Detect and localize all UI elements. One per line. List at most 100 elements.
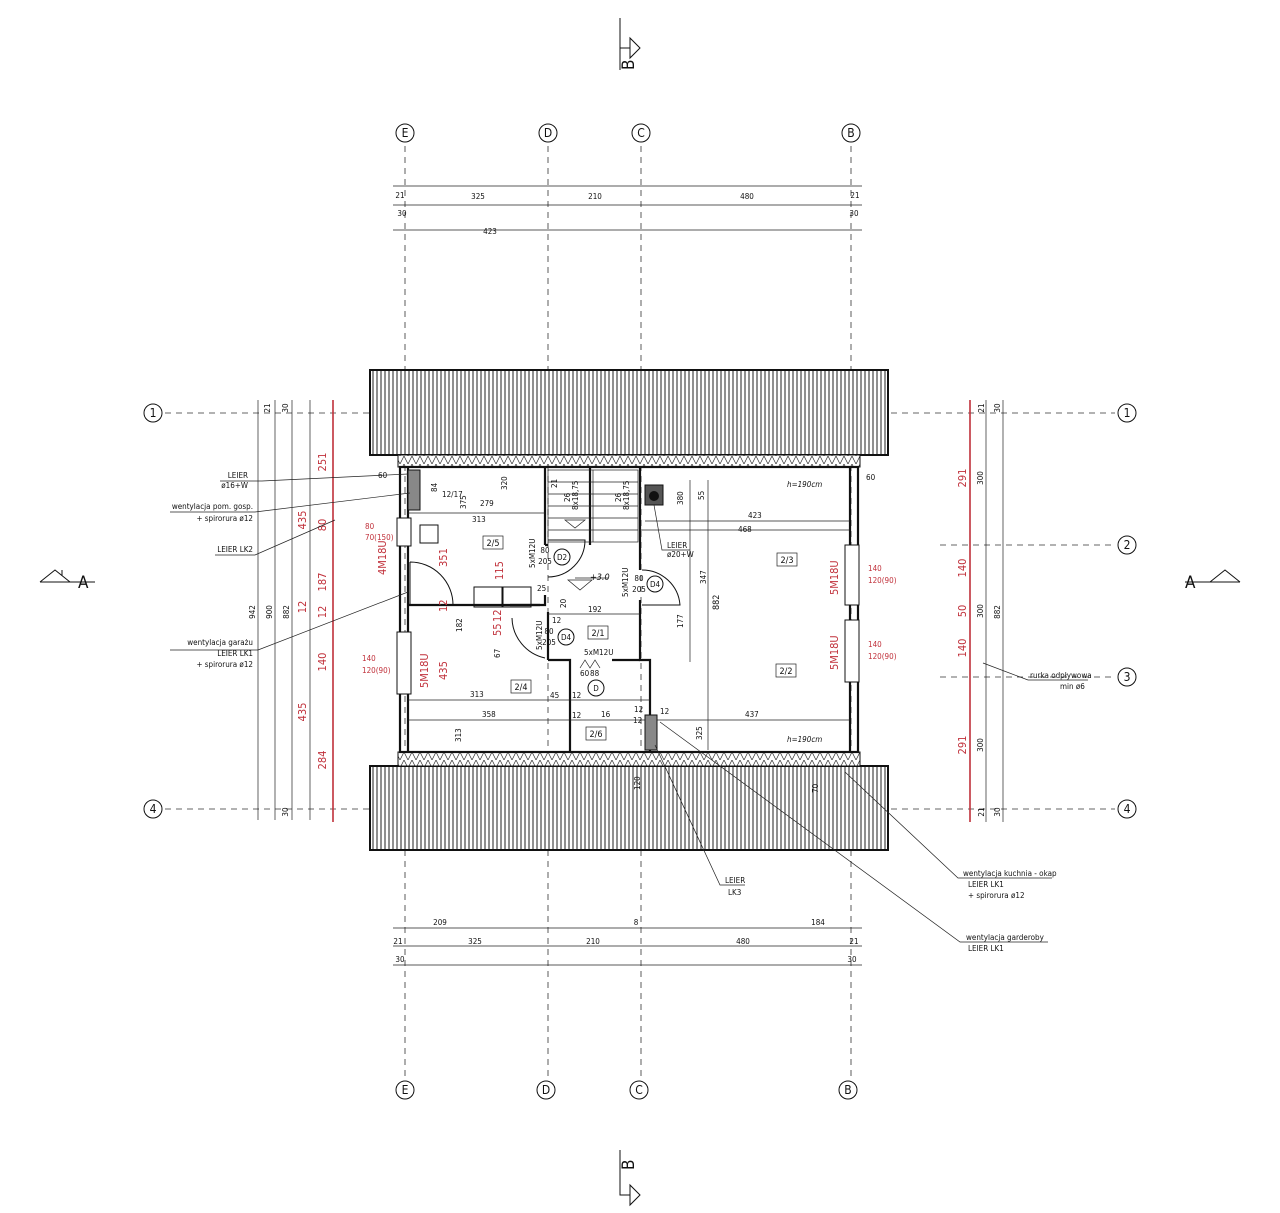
label-dims-left-black-5: 30: [281, 807, 290, 817]
insulation-top: [397, 454, 861, 468]
label-inner-dims-22: 55: [491, 623, 504, 636]
label-windows-1-w: 140: [362, 654, 376, 663]
label-inner-dims-43: 60: [866, 473, 876, 482]
room-2-5: 2/5: [482, 535, 504, 550]
label-inner-dims-44: 120: [633, 776, 642, 790]
label-grid-columns-1: D: [544, 126, 552, 140]
label-dims-left-overall-1: 900: [265, 605, 274, 619]
label-inner-dims-42: 437: [745, 710, 759, 719]
label-dims-top-row2-0: 30: [397, 209, 407, 218]
label-inner-dims-28: 347: [699, 570, 708, 584]
label-doors-3-h: 88: [590, 669, 600, 678]
label-annotations-went-kuchnia-0: wentylacja kuchnia - okap: [963, 869, 1057, 878]
grid-bubble-B-top: B: [841, 123, 861, 143]
label-doors-0-spec: 5xM12U: [528, 539, 537, 568]
grid-bubble-4-right: 4: [1117, 799, 1137, 819]
label-annotations-rurka-1: min ø6: [1060, 682, 1085, 691]
label-dims-top-row2-1: 30: [849, 209, 859, 218]
label-inner-dims-27: 67: [493, 649, 502, 658]
label-dims-right-black-6: 30: [993, 807, 1002, 817]
label-windows-2-w: 140: [868, 564, 882, 573]
label-dims-right-red-3: 140: [956, 639, 969, 658]
label-dims-left-overall-2: 882: [282, 605, 291, 619]
room-2-4: 2/4: [510, 679, 532, 694]
label-dims-left-red-0: 251: [316, 453, 329, 472]
label-inner-dims-25: 12: [437, 599, 450, 612]
label-grid-section-b: B: [619, 60, 639, 71]
label-annotations-went-garazu-2: + spirorura ø12: [196, 660, 253, 669]
label-inner-dims-16: 115: [493, 561, 506, 580]
label-dims-top-row1-4: 21: [850, 191, 859, 200]
label-annotations-went-kuchnia-1: LEIER LK1: [968, 880, 1004, 889]
roof-top: [369, 369, 889, 456]
label-inner-dims-10: 26: [614, 492, 623, 502]
annotation-went-garazu: wentylacja garażu LEIER LK1 + spirorura …: [170, 591, 409, 669]
section-marker-b-bottom: B: [619, 1150, 641, 1207]
label-inner-dims-17: 25: [537, 584, 546, 593]
label-annotations-leier-20w-1: ø20+W: [667, 550, 694, 559]
grid-bubbles: E D C B E D C B 1 4 1 2 3 4: [143, 123, 1137, 1100]
label-grid-rows-3: 4: [1124, 802, 1131, 816]
label-height-notes-1: h=190cm: [787, 735, 822, 744]
label-grid-section-b: B: [619, 1160, 639, 1171]
label-annotations-leier-20w-0: LEIER: [667, 541, 687, 550]
label-annotations-leier-lk3-1: LK3: [728, 888, 741, 897]
label-dims-top-row1-1: 325: [471, 192, 485, 201]
label-grid-rows-0: 1: [1124, 406, 1131, 420]
label-doors-1-spec: 5xM12U: [621, 568, 630, 597]
label-annotations-went-gosp-1: + spirorura ø12: [196, 514, 253, 523]
walls: [396, 465, 860, 754]
label-inner-dims-39: 12: [633, 716, 642, 725]
grid-bubble-D-bottom: D: [536, 1080, 556, 1100]
label-doors-1-tag: D4: [650, 580, 661, 589]
label-doors-3-w: 60: [580, 669, 590, 678]
grid-bubble-E-top: E: [395, 123, 415, 143]
label-dims-right-red-0: 291: [956, 469, 969, 488]
label-grid-columns-0: E: [402, 1083, 409, 1097]
section-marker-b-top: B: [619, 18, 641, 71]
label-rooms-0: 2/1: [591, 629, 604, 639]
label-rooms-2: 2/3: [780, 556, 793, 566]
label-inner-dims-34: 358: [482, 710, 496, 719]
label-inner-dims-31: 313: [470, 690, 484, 699]
label-inner-dims-36: 16: [601, 710, 611, 719]
label-dims-right-overall: 882: [993, 605, 1002, 619]
label-dims-top-row1-2: 210: [588, 192, 602, 201]
label-annotations-leier-lk3-0: LEIER: [725, 876, 745, 885]
label-dims-right-red-2: 50: [956, 605, 969, 618]
label-doors-0-w: 80: [540, 546, 550, 555]
label-inner-dims-29: 882: [712, 595, 722, 610]
label-dims-left-red-2: 187: [316, 573, 329, 592]
annotations: LEIER ø16+W wentylacja pom. gosp. + spir…: [170, 471, 1092, 953]
label-annotations-went-gosp-0: wentylacja pom. gosp.: [172, 502, 253, 511]
roof-bottom: [369, 765, 889, 851]
label-dims-bottom-row2-3: 480: [736, 937, 750, 946]
annotation-leier-lk2: LEIER LK2: [215, 519, 336, 556]
label-doors-2-h: 205: [542, 638, 556, 647]
annotation-leier-lk3: LEIER LK3: [654, 744, 745, 897]
label-inner-dims-18: 20: [559, 598, 568, 608]
annotation-went-kuchnia: wentylacja kuchnia - okap LEIER LK1 + sp…: [844, 771, 1057, 900]
label-inner-dims-13: 55: [697, 491, 706, 500]
grid-bubble-C-top: C: [631, 123, 651, 143]
label-inner-dims-7: 21: [550, 479, 559, 488]
inner-dimensions: 60 84 12/17 375 320 279 313 21 26 8x18,7…: [378, 471, 876, 793]
label-windows-3-h: 120(90): [868, 652, 897, 661]
label-windows-2-h: 120(90): [868, 576, 897, 585]
label-windows-1-type: 5M18U: [418, 653, 431, 688]
label-dims-bottom-row1-2: 184: [811, 918, 825, 927]
grid-bubble-C-bottom: C: [629, 1080, 649, 1100]
label-annotations-went-garderoby-1: LEIER LK1: [968, 944, 1004, 953]
label-dims-bottom-row2-2: 210: [586, 937, 600, 946]
label-dims-bottom-row3-1: 30: [847, 955, 857, 964]
label-dims-left-black-2: 435: [296, 511, 309, 530]
label-grid-columns-1: D: [542, 1083, 550, 1097]
label-dims-right-red-4: 291: [956, 736, 969, 755]
label-dims-left-red-1: 80: [316, 519, 329, 532]
room-2-1: 2/1: [587, 625, 609, 640]
label-rooms-3: 2/4: [514, 683, 527, 693]
